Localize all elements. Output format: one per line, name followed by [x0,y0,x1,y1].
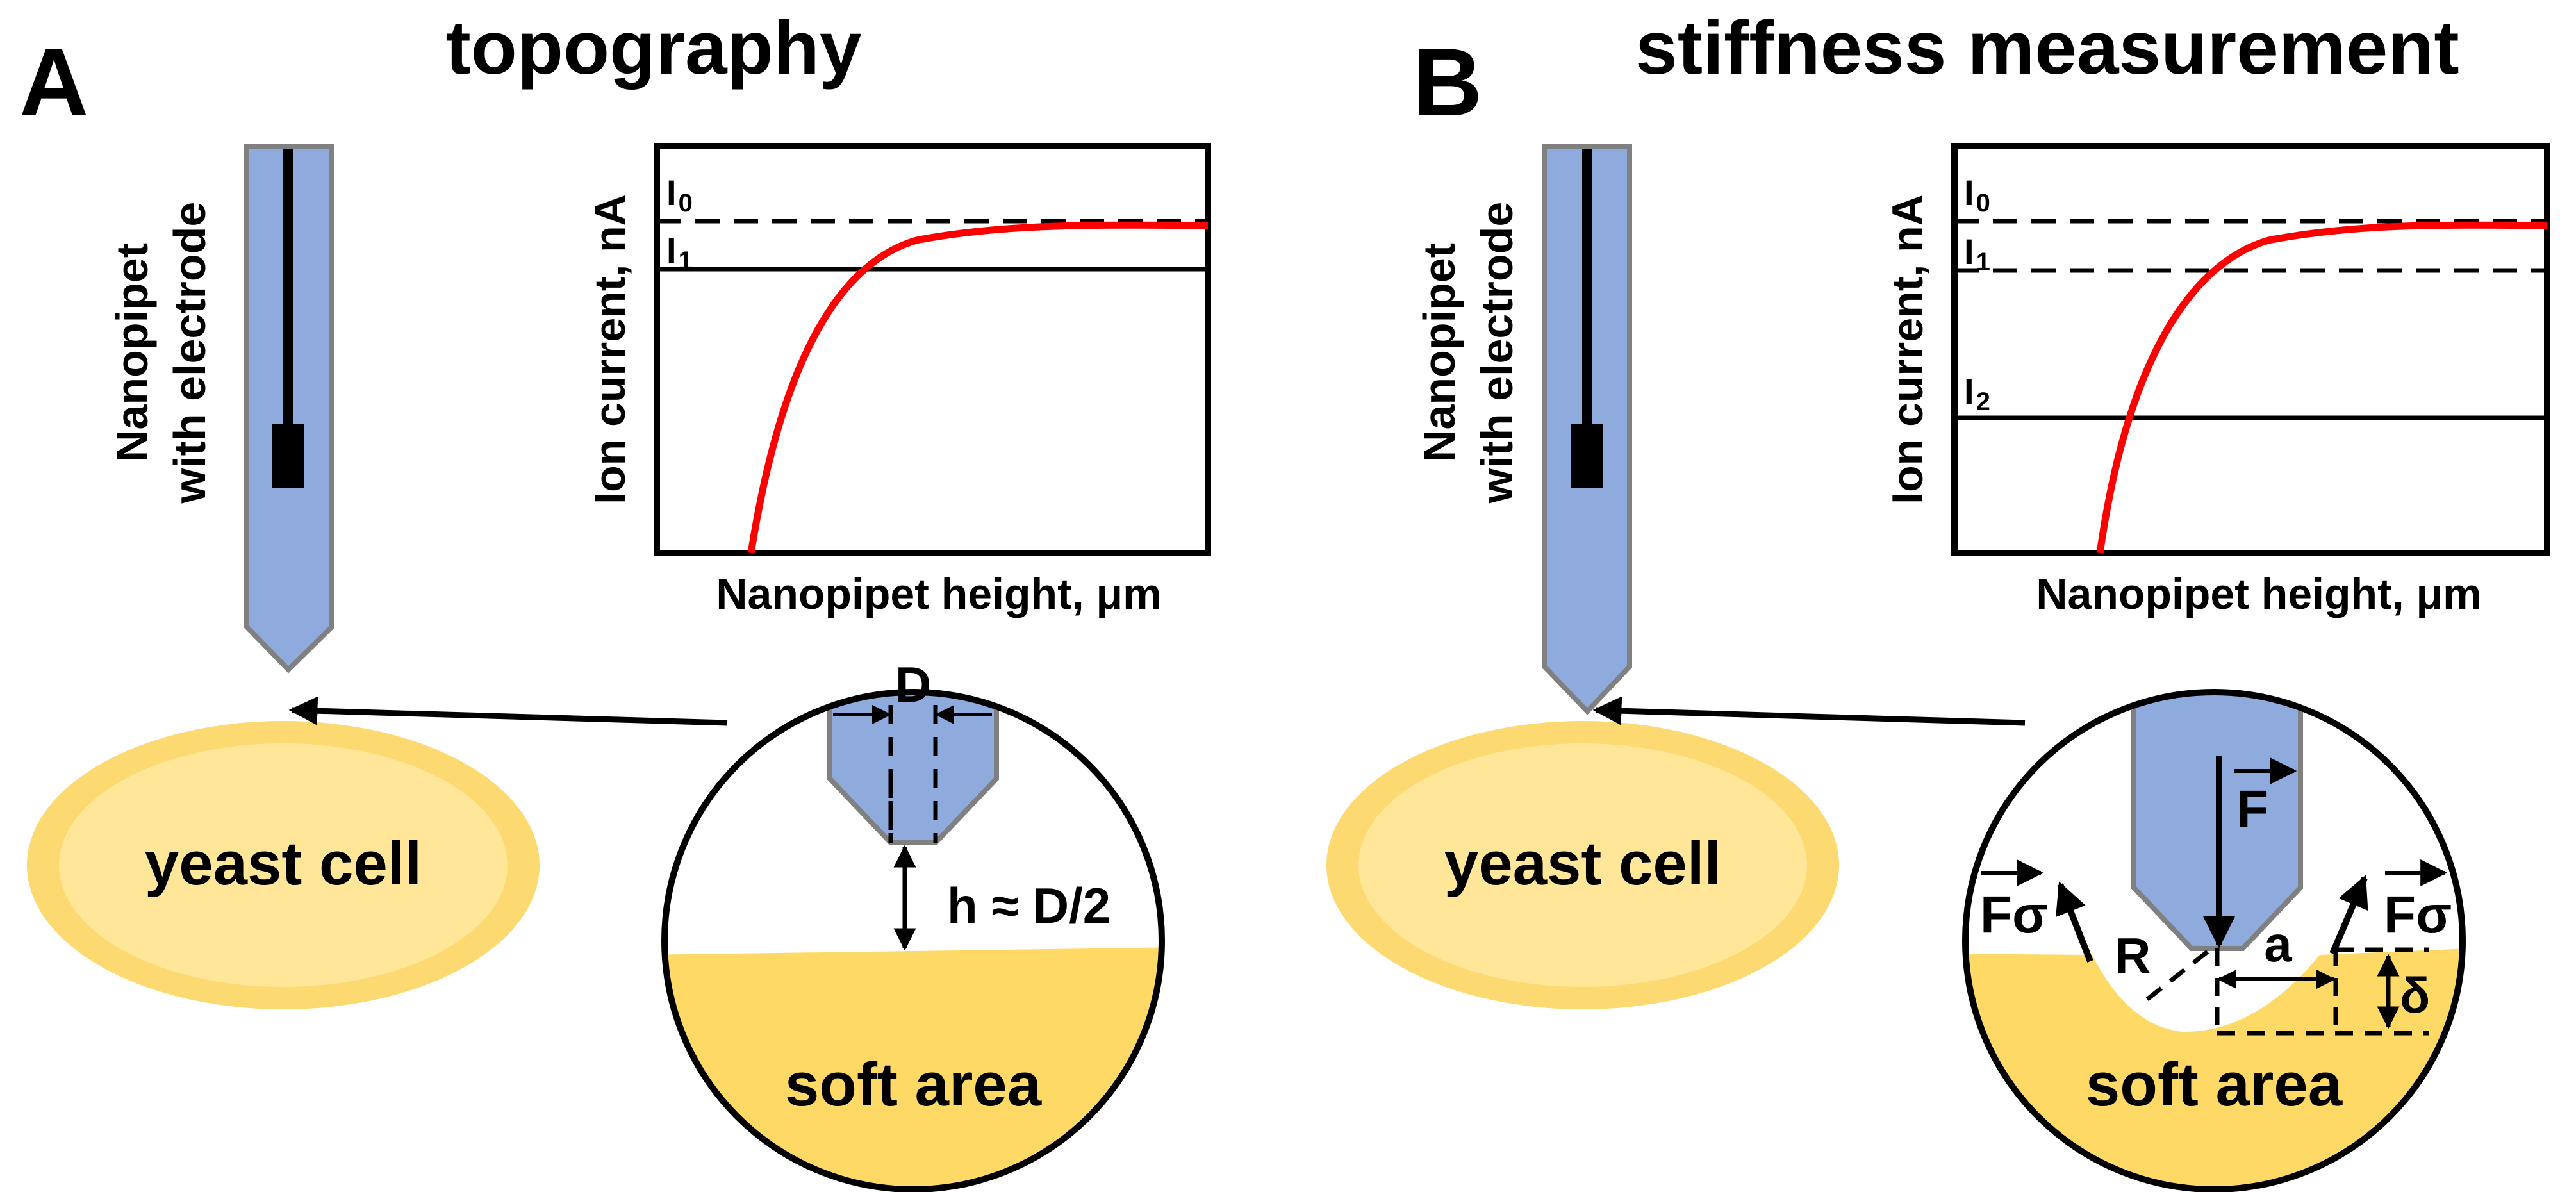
panel-b-title: stiffness measurement [1635,6,2459,90]
pipette-label-a: Nanopipet with electrode [107,202,215,504]
approach-curve [747,221,1209,554]
zoom-inset-b: F Fσ Fσ R a δ soft area [1962,689,2466,1192]
plot-xlabel: Nanopipet height, μm [2036,570,2481,618]
force-label: F [2236,780,2268,838]
cell-interior [1358,743,1807,987]
soft-area-label: soft area [785,1050,1042,1119]
nanopipette-b [1542,144,1632,715]
cell-label: yeast cell [1444,829,1721,898]
pipette-label-line1: Nanopipet [1414,243,1464,462]
nanopipette-a [244,144,334,674]
tension-label-right: Fσ [2384,886,2452,944]
zoom-inset-a: D h ≈ D/2 soft area [661,656,1165,1192]
contact-radius-label: a [2264,916,2292,972]
tension-arrow-right [2329,875,2368,955]
plot-frame [654,143,1211,556]
pipette-label-b: Nanopipet with electrode [1414,202,1522,504]
pipette-label-line2: with electrode [1472,202,1522,504]
level-i2-label: I2 [1964,371,1990,416]
panel-a: A topography Nanopipet with electrode ye… [19,6,1211,1192]
pipette-label-line2: with electrode [165,202,215,504]
level-i1-label: I1 [1964,231,1990,276]
plot-frame [1951,143,2550,556]
level-i0-label: I0 [666,172,693,217]
radius-label: R [2115,927,2151,984]
diameter-label: D [895,656,931,713]
indent-depth-label: δ [2400,967,2430,1023]
ion-current-plot-b: I0 I1 I2 Ion current, nA Nanopipet heigh… [1883,143,2550,618]
ion-current-plot-a: I0 I1 Ion current, nA Nanopipet height, … [586,143,1211,618]
gap-label: h ≈ D/2 [947,877,1110,934]
electrode-tip [272,424,304,488]
plot-ylabel: Ion current, nA [586,194,634,504]
soft-area-label: soft area [2086,1050,2343,1119]
cell-label: yeast cell [145,829,422,898]
radius-line [2145,950,2209,1002]
electrode-tip [1571,424,1603,488]
tension-label-left: Fσ [1980,886,2048,944]
plot-xlabel: Nanopipet height, μm [716,570,1161,618]
yeast-cell-a: yeast cell [27,721,540,1009]
inset-border [661,689,1165,1192]
zoom-arrow-a [288,696,728,726]
plot-ylabel: Ion current, nA [1883,194,1932,504]
approach-curve [2096,221,2548,554]
level-i1-label: I1 [666,230,693,275]
inset-border [1962,689,2466,1192]
yeast-cell-b: yeast cell [1326,721,1839,1009]
cell-interior [59,743,508,987]
level-i0-label: I0 [1964,172,1990,217]
zoom-arrow-b [1592,696,2026,726]
panel-a-title: topography [446,6,862,90]
pipette-label-line1: Nanopipet [107,243,157,462]
panel-b-letter: B [1413,28,1482,136]
tension-arrow-left [2056,881,2093,963]
panel-b: B stiffness measurement Nanopipet with e… [1326,6,2550,1192]
panel-a-letter: A [19,28,88,136]
